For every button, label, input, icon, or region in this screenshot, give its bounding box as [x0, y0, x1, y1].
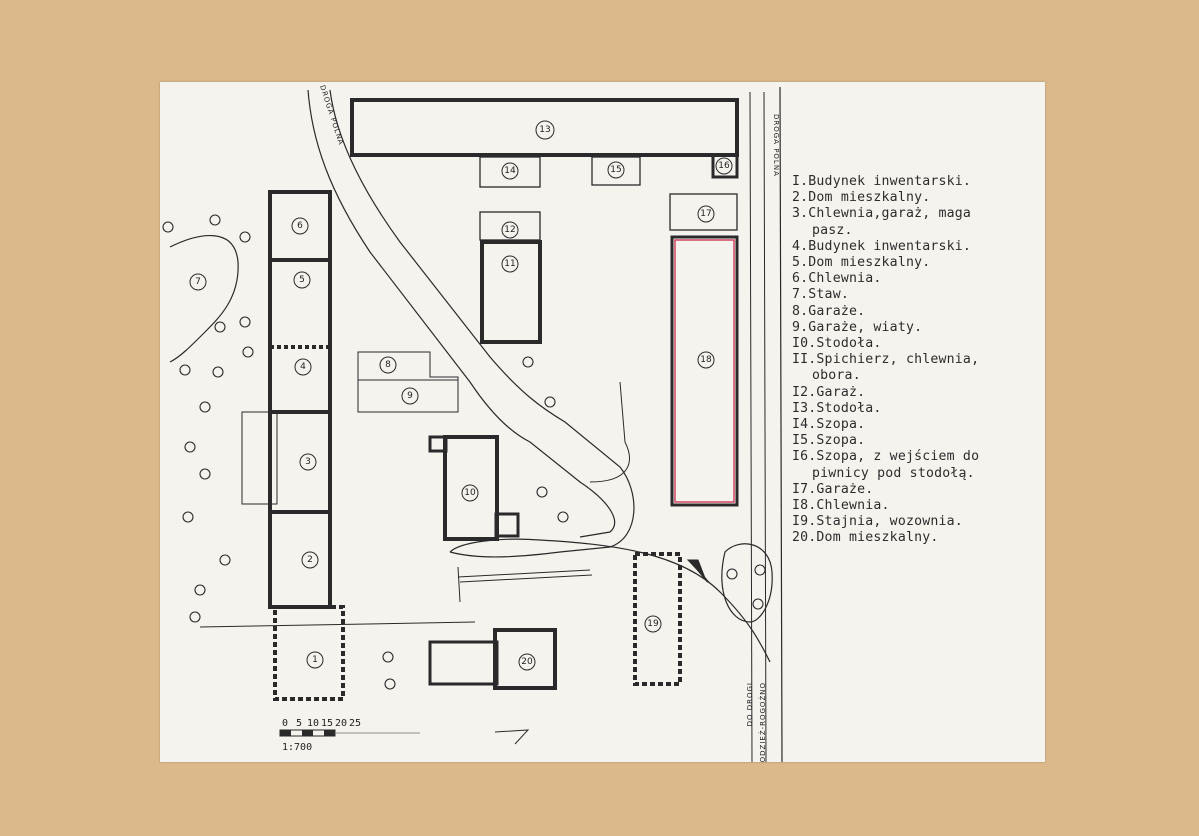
scale-tick-label: 5 [296, 718, 302, 729]
road-label-chodziez: CHODZIEŻ-ROGOŹNO [758, 682, 767, 762]
legend-item: 7.Staw. [792, 287, 1042, 303]
legend-item: 6.Chlewnia. [792, 271, 1042, 287]
label-4: 4 [300, 362, 306, 372]
legend-item-text: II.Spichierz, chlewnia, [792, 352, 980, 368]
legend-item: I5.Szopa. [792, 433, 1042, 449]
legend-item: I4.Szopa. [792, 417, 1042, 433]
road-label-droga-polna-left: DROGA POLNA [318, 84, 345, 146]
label-9: 9 [407, 391, 413, 401]
legend-item: 9.Garaże, wiaty. [792, 320, 1042, 336]
label-13: 13 [539, 125, 550, 135]
building-18-highlight [674, 239, 735, 503]
legend-item-text: I.Budynek inwentarski. [792, 174, 972, 189]
label-20: 20 [521, 657, 533, 667]
legend-item-text: 7.Staw. [792, 287, 849, 303]
legend-item-text: I3.Stodoła. [792, 400, 882, 416]
scale-tick-label: 0 [282, 718, 288, 729]
legend: I.Budynek inwentarski.2.Dom mieszkalny.3… [792, 174, 1042, 547]
label-5: 5 [299, 275, 305, 285]
road-label-do-drogi: DO DROGI [746, 682, 754, 726]
legend-item-text: 3.Chlewnia,garaż, maga [792, 206, 972, 222]
legend-item: I9.Stajnia, wozownia. [792, 514, 1042, 530]
legend-item: I7.Garaże. [792, 482, 1042, 498]
label-8: 8 [385, 360, 391, 370]
legend-item: 8.Garaże. [792, 304, 1042, 320]
label-3: 3 [305, 457, 311, 467]
building-13 [350, 98, 739, 157]
legend-item-text: 4.Budynek inwentarski. [792, 238, 972, 254]
legend-item: I3.Stodoła. [792, 401, 1042, 417]
legend-item-continuation: obora. [812, 368, 861, 384]
site-plan: 13 14 15 16 17 12 11 6 7 5 4 8 9 [162, 84, 783, 762]
legend-item-text: 9.Garaże, wiaty. [792, 319, 923, 335]
legend-item-text: I8.Chlewnia. [792, 498, 890, 514]
legend-item-text: I7.Garaże. [792, 481, 874, 497]
legend-item-text: I4.Szopa. [792, 417, 866, 433]
legend-item-text: I9.Stajnia, wozownia. [792, 514, 963, 530]
legend-item: 5.Dom mieszkalny. [792, 255, 1042, 271]
scale-tick-label: 10 [307, 718, 319, 729]
legend-item-text: I5.Szopa. [792, 433, 866, 449]
label-6: 6 [297, 221, 303, 231]
label-17: 17 [700, 209, 711, 219]
label-1: 1 [312, 655, 318, 665]
legend-item-text: 2.Dom mieszkalny. [792, 190, 931, 206]
legend-item-text: 6.Chlewnia. [792, 271, 882, 287]
label-12: 12 [504, 225, 515, 235]
legend-item-text: I6.Szopa, z wejściem do [792, 449, 980, 465]
label-18: 18 [700, 355, 712, 365]
label-16: 16 [718, 161, 730, 171]
label-15: 15 [610, 165, 621, 175]
scale-ratio: 1:700 [282, 742, 312, 753]
scale-tick-label: 20 [335, 718, 347, 729]
legend-item-text: I2.Garaż. [792, 384, 866, 400]
scale-tick-label: 15 [321, 718, 333, 729]
legend-item-text: I0.Stodoła. [792, 336, 882, 352]
label-7: 7 [195, 277, 201, 287]
legend-item: I.Budynek inwentarski. [792, 174, 1042, 190]
legend-item: I0.Stodoła. [792, 336, 1042, 352]
legend-item-text: 5.Dom mieszkalny. [792, 255, 931, 271]
legend-item: II.Spichierz, chlewnia,obora. [792, 352, 1042, 384]
legend-item: 2.Dom mieszkalny. [792, 190, 1042, 206]
road-label-droga-polna-right: DROGA POLNA [772, 114, 780, 177]
legend-item-text: 20.Dom mieszkalny. [792, 530, 939, 546]
label-11: 11 [504, 259, 515, 269]
plan-sheet: 13 14 15 16 17 12 11 6 7 5 4 8 9 [160, 82, 1045, 762]
building-row-left [268, 190, 332, 609]
legend-item: 20.Dom mieszkalny. [792, 530, 1042, 546]
label-10: 10 [464, 488, 476, 498]
legend-item: 4.Budynek inwentarski. [792, 239, 1042, 255]
label-2: 2 [307, 555, 313, 565]
legend-item: I8.Chlewnia. [792, 498, 1042, 514]
label-19: 19 [647, 619, 659, 629]
legend-item: I2.Garaż. [792, 385, 1042, 401]
legend-item-continuation: pasz. [812, 222, 853, 238]
scale-tick-label: 25 [349, 718, 361, 729]
legend-item-continuation: piwnicy pod stodołą. [812, 465, 975, 481]
legend-item-text: 8.Garaże. [792, 303, 866, 319]
north-arrow-icon [494, 729, 530, 745]
label-14: 14 [504, 166, 516, 176]
